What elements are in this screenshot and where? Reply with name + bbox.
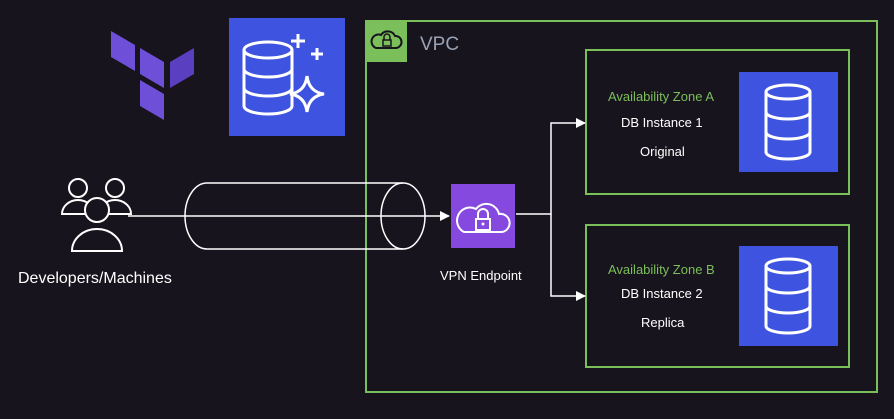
db-instance-1-role: Original — [640, 144, 685, 159]
vpc-title: VPC — [420, 34, 460, 55]
vpn-endpoint-label: VPN Endpoint — [440, 268, 522, 283]
users-group-icon — [60, 178, 133, 252]
availability-zone-b-box — [585, 224, 850, 368]
db-instance-1-label: DB Instance 1 — [621, 115, 703, 130]
availability-zone-a-label: Availability Zone A — [608, 89, 714, 104]
availability-zone-a-box — [585, 49, 850, 195]
connection-arrow — [516, 118, 586, 215]
db-instance-2-role: Replica — [641, 315, 685, 330]
terraform-logo-icon — [111, 31, 194, 120]
availability-zone-b-label: Availability Zone B — [608, 262, 715, 277]
vpn-endpoint-icon — [451, 184, 515, 248]
vpc-boundary — [365, 20, 878, 393]
db-instance-2-label: DB Instance 2 — [621, 286, 703, 301]
vpc-lock-cloud-icon — [365, 20, 407, 62]
connection-arrow — [550, 214, 586, 301]
aurora-database-icon — [229, 18, 345, 136]
database-icon — [739, 72, 838, 172]
developers-label: Developers/Machines — [18, 270, 172, 287]
database-icon — [739, 246, 838, 346]
